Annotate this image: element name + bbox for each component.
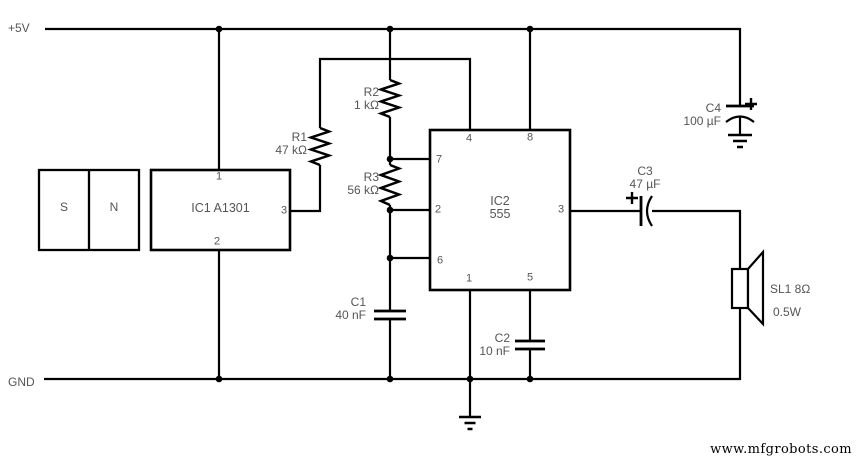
ic2-pin2-label: 2 — [434, 203, 442, 216]
c1-ref: C1 — [350, 295, 366, 309]
gnd-rail-label: GND — [8, 375, 35, 389]
ic2-pin1-label: 1 — [465, 272, 473, 285]
ground-icon — [459, 415, 481, 431]
ic2-pin5-label: 5 — [526, 271, 534, 284]
speaker-body — [730, 267, 750, 310]
ground-icon — [728, 133, 752, 149]
r2-value: 1 kΩ — [354, 97, 379, 112]
ic2-pin6-label: 6 — [436, 254, 444, 267]
vcc-rail-wire — [45, 27, 742, 106]
ic2-part: 555 — [489, 206, 511, 221]
ic1-pin2-label: 2 — [213, 235, 221, 248]
c3-right-wire — [652, 209, 742, 269]
c4-value: 100 µF — [683, 113, 721, 128]
ic1-pin1-label: 1 — [215, 170, 223, 183]
c2-value: 10 nF — [479, 343, 510, 358]
ic1-pin3-label: 3 — [280, 204, 288, 217]
sl1-power-label: 0.5W — [773, 305, 802, 319]
ic1-box — [149, 168, 292, 252]
speaker-cone — [746, 249, 765, 327]
c3-curved-plate — [645, 195, 653, 227]
r2-resistor-symbol — [377, 78, 403, 119]
r1-top-wire — [318, 57, 472, 130]
c2-ref: C2 — [494, 331, 510, 345]
magnet-north-label: N — [109, 200, 119, 214]
magnet-south-label: S — [59, 200, 68, 214]
r3-ref: R3 — [363, 170, 379, 184]
ic2-ref: IC2 — [490, 194, 510, 208]
c3-plus-icon — [626, 192, 638, 204]
c4-ref: C4 — [705, 101, 721, 115]
r2-ref: R2 — [363, 85, 379, 99]
r3-resistor-symbol — [377, 163, 403, 207]
r1-resistor-symbol — [307, 126, 333, 167]
c3-ref: C3 — [637, 164, 653, 178]
r1-value: 47 kΩ — [275, 142, 307, 157]
ic2-box — [428, 128, 572, 292]
r3-value: 56 kΩ — [347, 182, 379, 197]
ic1-pin3-wire — [290, 165, 322, 213]
ic1-label: IC1 A1301 — [191, 201, 250, 215]
c1-value: 40 nF — [335, 307, 366, 322]
c1-capacitor-symbol — [374, 309, 406, 321]
vcc-rail-label: +5V — [8, 21, 30, 35]
ic2-pin3-label: 3 — [557, 203, 565, 216]
c2-capacitor-symbol — [515, 339, 545, 351]
c4-plus-icon — [745, 98, 757, 110]
gnd-rail-wire — [44, 308, 742, 381]
c4-curved-plate — [725, 115, 755, 123]
r1-ref: R1 — [291, 130, 307, 144]
ic2-pin7-label: 7 — [435, 153, 443, 166]
junction-dots — [215, 25, 534, 383]
site-watermark: www.mfgrobots.com — [710, 442, 852, 457]
sl1-ref-label: SL1 8Ω — [770, 282, 811, 296]
ic2-pin4-label: 4 — [465, 132, 473, 145]
c3-value: 47 µF — [629, 176, 661, 191]
ic2-pin8-label: 8 — [526, 131, 534, 144]
